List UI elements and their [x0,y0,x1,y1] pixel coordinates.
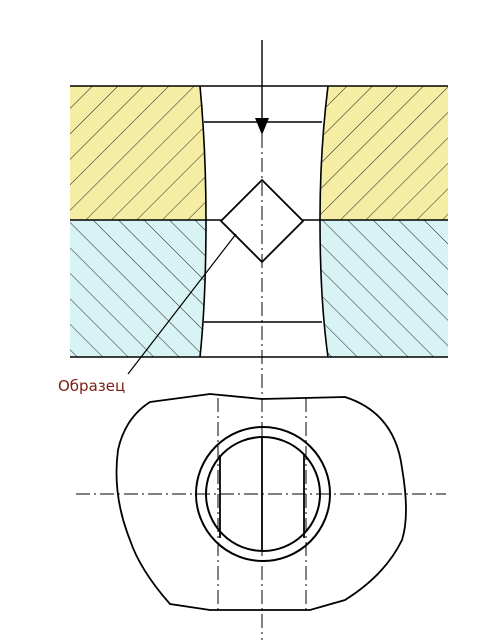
specimen-leader-line [127,233,237,375]
lower-die-section [70,220,448,357]
arrow-down-icon [255,40,269,135]
bore-right-wall [319,85,329,358]
lower-left-hatch [70,220,206,357]
lower-right-hatch [320,220,448,357]
die-outlines [70,85,448,358]
workpiece-plan-outline [115,393,407,611]
upper-right-hatch [320,86,448,220]
specimen-plan-lines [219,438,305,551]
bore-outer-circle [195,426,331,562]
bore-inner-circle [205,436,321,552]
upper-left-hatch [70,86,206,220]
bore-left-wall [199,85,207,358]
specimen-label: Образец [58,377,125,395]
upper-die-section [70,86,448,220]
